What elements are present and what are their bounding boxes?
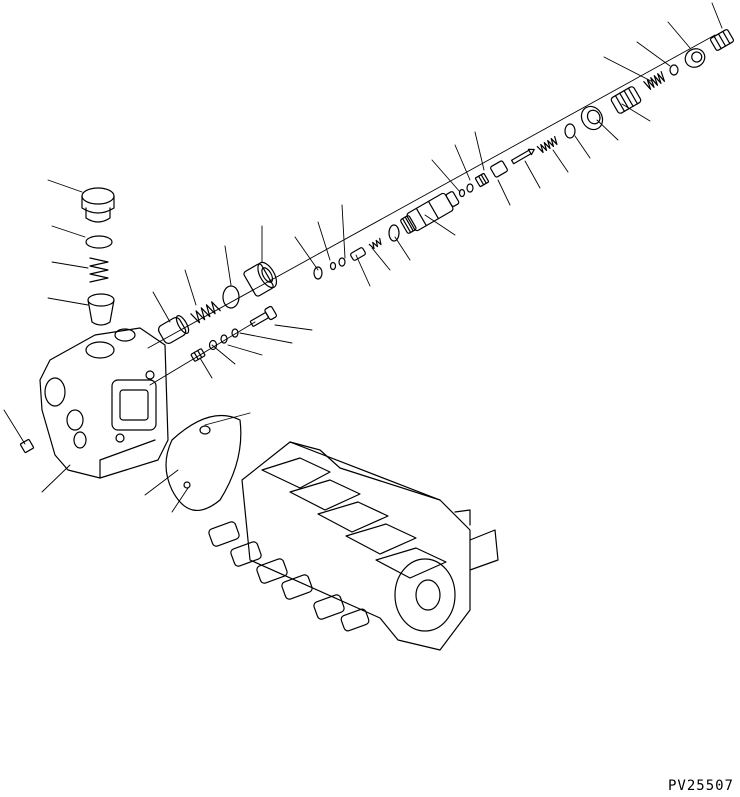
drawing-number: PV25507 bbox=[667, 778, 734, 794]
spool-end-part bbox=[157, 314, 191, 345]
threaded-adjuster-part bbox=[610, 86, 642, 115]
bolt-part bbox=[249, 306, 278, 329]
relief-valve-cartridge-part bbox=[399, 188, 461, 235]
spring-part bbox=[644, 72, 666, 91]
small-fitting-part bbox=[475, 173, 489, 187]
small-ring-part bbox=[331, 263, 336, 270]
hex-plug-part bbox=[243, 259, 280, 297]
seat-part bbox=[490, 160, 508, 177]
plug-screw-part bbox=[20, 439, 34, 453]
washer-part bbox=[210, 341, 217, 350]
leader-lines bbox=[4, 3, 722, 512]
lock-nut-part bbox=[577, 103, 606, 134]
plug-cap-part bbox=[710, 29, 734, 51]
plunger-part bbox=[350, 247, 366, 261]
valve-section-body bbox=[40, 328, 168, 478]
washer-part bbox=[221, 335, 227, 343]
main-spring-part bbox=[191, 300, 220, 324]
assembled-control-valve bbox=[208, 442, 498, 650]
set-screw-part bbox=[191, 349, 205, 362]
spring-part bbox=[537, 137, 558, 154]
washer-part bbox=[232, 329, 238, 337]
small-spring-part bbox=[369, 238, 382, 249]
poppet-needle-part bbox=[511, 147, 536, 165]
o-ring-part bbox=[670, 65, 678, 75]
o-ring-part bbox=[314, 267, 322, 279]
poppet-part bbox=[88, 294, 114, 325]
spring-part bbox=[90, 258, 108, 282]
gasket-part bbox=[166, 416, 241, 511]
o-ring-part bbox=[389, 225, 399, 241]
ring-part bbox=[467, 184, 473, 192]
o-ring-part bbox=[223, 286, 239, 308]
o-ring-part bbox=[86, 236, 112, 248]
o-ring-part bbox=[565, 124, 575, 138]
ring-part bbox=[460, 190, 465, 197]
nut-part bbox=[682, 45, 708, 71]
cap-plug-part bbox=[82, 188, 114, 222]
small-ring-part bbox=[339, 258, 345, 266]
